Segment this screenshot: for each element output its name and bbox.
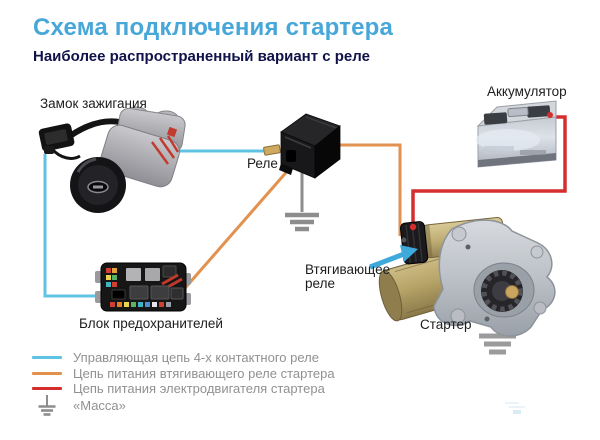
control-wire-swatch (32, 356, 62, 359)
page-title: Схема подключения стартера (33, 14, 394, 41)
solenoid-wire-swatch (32, 371, 62, 375)
label-fuse-box: Блок предохранителей (79, 316, 223, 331)
legend-item-label: Цепь питания электродвигателя стартера (73, 381, 325, 396)
legend-item-ground: «Масса» (32, 393, 126, 417)
relay-ground-symbol (285, 168, 319, 232)
starter-ground-symbol (479, 333, 516, 355)
label-starter: Стартер (420, 317, 472, 332)
legend-item-label: Цепь питания втягивающего реле стартера (73, 365, 335, 381)
ignition-lock-image (38, 106, 186, 213)
ground-icon (38, 395, 56, 416)
motor-wire-swatch (32, 387, 62, 390)
page-subtitle: Наиболее распространенный вариант с реле (33, 48, 370, 65)
control-wire-lock-to-fusebox (43, 154, 102, 298)
legend-item-label: «Масса» (73, 397, 126, 413)
legend-item-motor-wire: Цепь питания электродвигателя стартера (32, 381, 325, 396)
legend-item-solenoid-wire: Цепь питания втягивающего реле стартера (32, 366, 335, 381)
solenoid-pointer-arrow (369, 245, 418, 270)
legend-item-label: Управляющая цепь 4-х контактного реле (73, 350, 319, 365)
watermark (503, 398, 531, 416)
label-solenoid: Втягивающее реле (305, 262, 391, 291)
fuse-box-image (95, 262, 191, 312)
battery-image (476, 100, 557, 168)
relay-image (263, 113, 341, 179)
label-battery: Аккумулятор (487, 84, 567, 99)
solenoid-wire-fusebox-to-relay (177, 167, 292, 296)
legend-item-control-wire: Управляющая цепь 4-х контактного реле (32, 350, 319, 365)
label-ignition-lock: Замок зажигания (40, 96, 147, 111)
motor-wire-battery-to-starter (411, 115, 567, 227)
starter-image (378, 216, 556, 337)
label-relay: Реле (247, 156, 278, 171)
